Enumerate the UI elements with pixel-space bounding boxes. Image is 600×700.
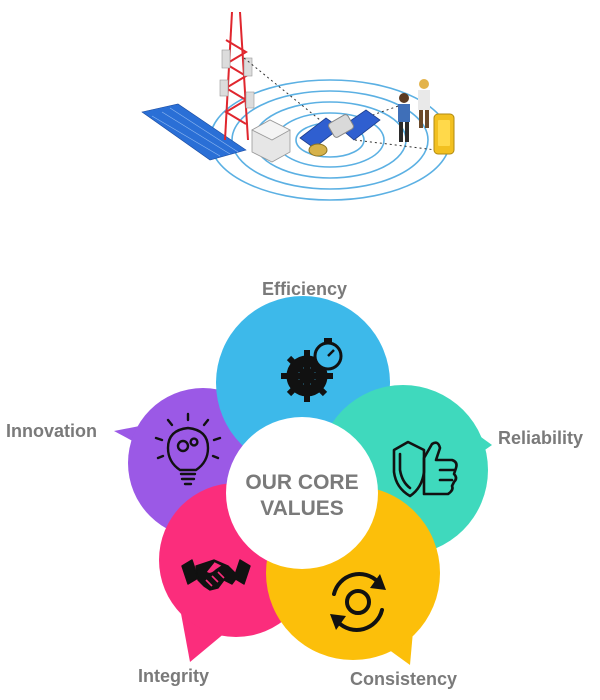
stopwatch-gear-icon (281, 338, 343, 402)
satellite-network-illustration (141, 11, 455, 201)
cycle-arrows-icon (330, 572, 386, 632)
handshake-icon (181, 559, 251, 591)
center-title-line1: OUR CORE (245, 471, 359, 494)
center-title: OUR CORE VALUES (234, 470, 370, 522)
lightbulb-gears-icon (154, 412, 222, 486)
label-reliability: Reliability (498, 428, 584, 448)
label-consistency: Consistency (350, 669, 458, 689)
label-integrity: Integrity (138, 666, 210, 686)
label-innovation: Innovation (6, 421, 97, 441)
label-efficiency: Efficiency (262, 279, 348, 299)
thumbs-up-shield-icon (392, 440, 458, 498)
center-circle (226, 417, 378, 569)
center-title-line2: VALUES (260, 497, 344, 520)
